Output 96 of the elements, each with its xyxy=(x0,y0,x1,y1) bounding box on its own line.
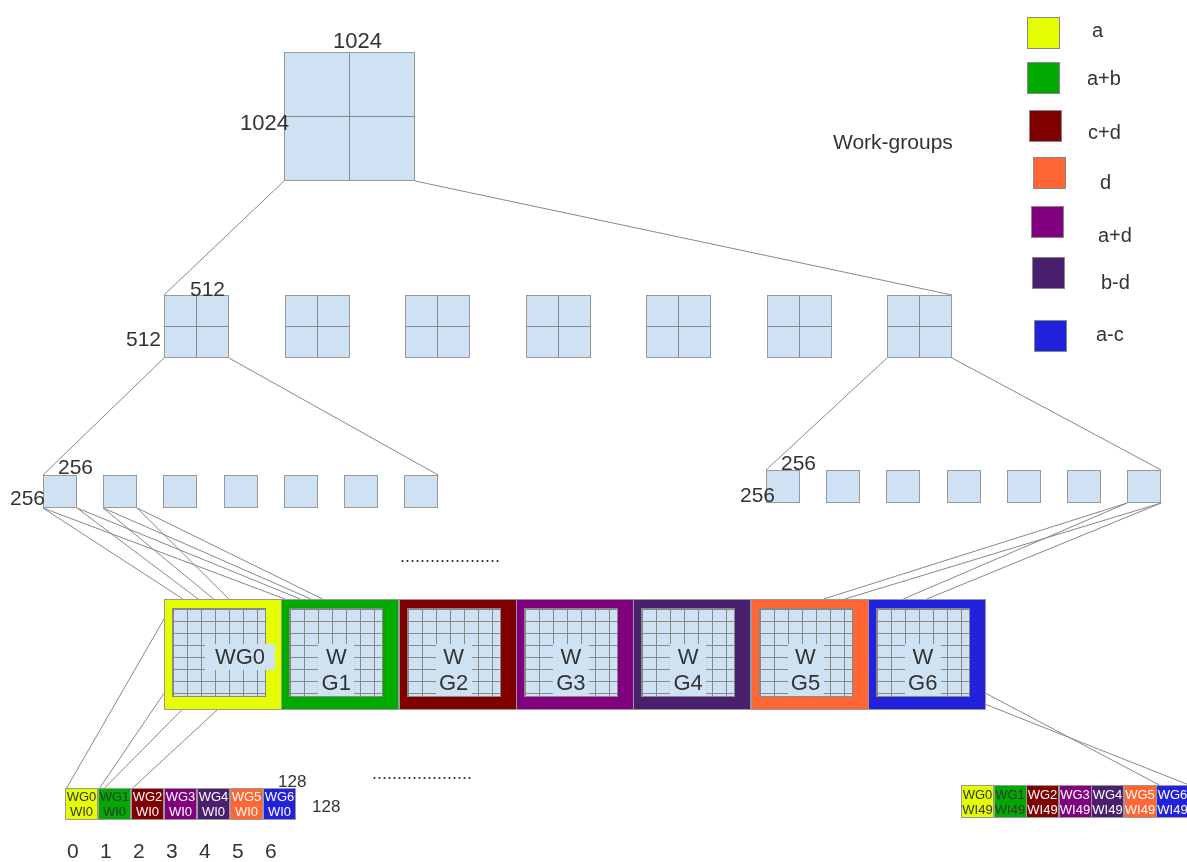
connector-line xyxy=(42,507,184,600)
work-group-block xyxy=(867,599,986,710)
matrix-block xyxy=(285,295,350,358)
connector-line xyxy=(902,502,1128,600)
work-group-block xyxy=(515,599,634,710)
group-caption: Work-groups xyxy=(833,131,953,152)
work-item-cell: WG6 WI49 xyxy=(1156,785,1187,818)
connector-line xyxy=(228,357,439,476)
block-label: W G3 xyxy=(552,644,589,696)
dimension-label: 256 xyxy=(781,452,817,473)
connector-line xyxy=(42,357,165,476)
connector-line xyxy=(951,357,1162,471)
work-item-cell: WG1 WI49 xyxy=(993,785,1027,818)
matrix-block xyxy=(43,475,77,508)
block-label: W G2 xyxy=(435,644,472,696)
index-number: 6 xyxy=(265,840,277,861)
connector-line xyxy=(99,692,165,789)
connector-line xyxy=(102,507,312,600)
connector-line xyxy=(136,507,230,600)
block-label: W G6 xyxy=(904,644,941,696)
work-item-cell: WG5 WI0 xyxy=(230,788,263,820)
connector-line xyxy=(66,618,165,789)
matrix-block xyxy=(767,295,832,358)
matrix-block xyxy=(1006,470,1041,503)
work-group-block xyxy=(281,599,400,710)
work-item-cell: WG4 WI49 xyxy=(1091,785,1124,818)
matrix-block xyxy=(526,295,591,358)
legend-label: a xyxy=(1092,20,1104,40)
legend-label: a+b xyxy=(1087,68,1121,88)
dimension-label: 512 xyxy=(126,328,162,349)
connector-line xyxy=(104,709,183,789)
connector-line xyxy=(136,507,324,600)
dimension-label: 512 xyxy=(190,278,226,299)
connector-line xyxy=(102,507,215,600)
block-label: W G1 xyxy=(318,644,355,696)
dimension-label: 1024 xyxy=(333,30,382,52)
index-number: 3 xyxy=(166,840,178,861)
connector-line xyxy=(765,357,888,471)
work-group-block xyxy=(750,599,869,710)
connector-line xyxy=(163,180,285,296)
ellipsis: .................... xyxy=(400,547,501,565)
matrix-block xyxy=(163,475,198,508)
matrix-block xyxy=(1067,470,1101,503)
dimension-label: 128 xyxy=(278,773,307,790)
work-item-cell: WG0 WI49 xyxy=(961,785,994,818)
dimension-label: 256 xyxy=(10,487,46,508)
legend-label: a+d xyxy=(1098,225,1132,245)
work-item-cell: WG0 WI0 xyxy=(65,788,98,820)
matrix-block xyxy=(103,475,138,508)
matrix-block xyxy=(946,470,981,503)
connector-line xyxy=(132,709,218,789)
matrix-block xyxy=(283,475,318,508)
ellipsis: .................... xyxy=(372,764,473,782)
connector-line xyxy=(985,692,1160,786)
work-group-block xyxy=(633,599,752,710)
matrix-block xyxy=(404,475,439,508)
matrix-block xyxy=(887,295,952,358)
matrix-block xyxy=(826,470,861,503)
matrix-block xyxy=(164,295,229,358)
work-item-cell: WG2 WI49 xyxy=(1026,785,1059,818)
matrix-block xyxy=(223,475,258,508)
legend-label: b-d xyxy=(1101,272,1130,292)
matrix-block xyxy=(646,295,711,358)
work-item-cell: WG2 WI0 xyxy=(131,788,164,820)
work-item-cell: WG6 WI0 xyxy=(263,788,296,820)
matrix-block xyxy=(344,475,378,508)
work-item-cell: WG3 WI49 xyxy=(1058,785,1092,818)
index-number: 2 xyxy=(133,840,145,861)
work-group-block xyxy=(398,599,517,710)
index-number: 1 xyxy=(100,840,112,861)
connector-line xyxy=(42,507,286,600)
work-item-cell: WG5 WI49 xyxy=(1123,785,1157,818)
matrix-block xyxy=(1127,470,1162,503)
connector-line xyxy=(76,507,199,600)
block-label: W G5 xyxy=(787,644,824,696)
dimension-label: 256 xyxy=(740,484,776,505)
connector-line xyxy=(985,703,1187,786)
connector-line xyxy=(926,502,1162,600)
dimension-label: 256 xyxy=(58,456,94,477)
index-number: 4 xyxy=(199,840,211,861)
block-label: WG0 xyxy=(205,644,275,670)
index-number: 5 xyxy=(232,840,244,861)
dimension-label: 128 xyxy=(312,798,341,815)
work-group-block xyxy=(164,599,282,710)
dimension-label: 1024 xyxy=(240,112,289,134)
block-label: W G4 xyxy=(670,644,707,696)
work-item-cell: WG3 WI0 xyxy=(164,788,197,820)
legend-label: c+d xyxy=(1088,122,1121,142)
matrix-block xyxy=(886,470,921,503)
legend-label: a-c xyxy=(1096,324,1124,344)
connector-line xyxy=(76,507,301,600)
legend-label: d xyxy=(1100,172,1112,192)
work-item-cell: WG4 WI0 xyxy=(197,788,230,820)
work-item-cell: WG1 WI0 xyxy=(98,788,131,820)
index-number: 0 xyxy=(67,840,79,861)
matrix-block xyxy=(405,295,470,358)
